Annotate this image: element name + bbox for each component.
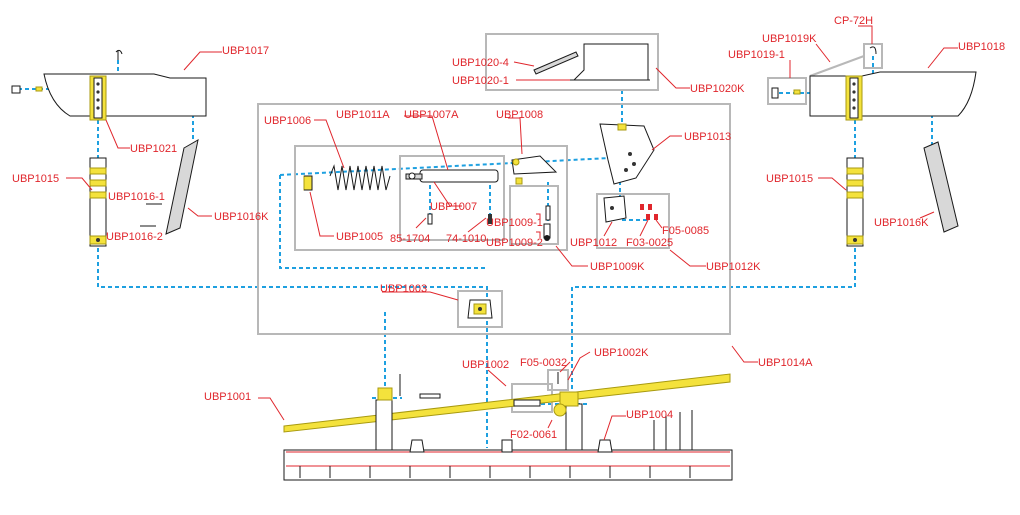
box-ubp1007a	[399, 155, 505, 241]
label-ubp1019k: UBP1019K	[762, 33, 817, 45]
right-mount-frame	[771, 46, 977, 121]
leader-lines	[66, 25, 958, 441]
label-ubp1014a: UBP1014A	[758, 357, 813, 369]
label-f05-0032: F05-0032	[520, 357, 567, 369]
label-f05-0085: F05-0085	[662, 225, 709, 237]
label-ubp1009k: UBP1009K	[590, 261, 645, 273]
box-ubp1014a	[257, 103, 731, 335]
label-ubp1015-left: UBP1015	[12, 173, 59, 185]
box-ubp1019-1	[767, 77, 807, 105]
label-ubp1012k: UBP1012K	[706, 261, 761, 273]
label-ubp1016-1: UBP1016-1	[108, 191, 165, 203]
right-brace-bar	[923, 141, 959, 233]
label-ubp1008: UBP1008	[496, 109, 543, 121]
right-leg-tube	[846, 157, 864, 247]
label-ubp1021: UBP1021	[130, 143, 177, 155]
linkage-arm	[511, 155, 558, 241]
label-ubp1016k-left: UBP1016K	[214, 211, 269, 223]
label-ubp1001: UBP1001	[204, 391, 251, 403]
label-ubp1009-2: UBP1009-2	[486, 237, 543, 249]
box-ubp1009k	[509, 185, 559, 245]
label-ubp1015-right: UBP1015	[766, 173, 813, 185]
label-ubp1020k: UBP1020K	[690, 83, 745, 95]
box-ubp1012k	[596, 193, 670, 249]
label-f02-0061: F02-0061	[510, 429, 557, 441]
label-ubp1004: UBP1004	[626, 409, 673, 421]
pivot-bracket	[599, 123, 655, 185]
label-ubp1007: UBP1007	[430, 201, 477, 213]
label-ubp1002: UBP1002	[462, 359, 509, 371]
label-cp-72h: CP-72H	[834, 15, 873, 27]
hydraulic-cylinder	[405, 169, 499, 225]
hinge-block	[603, 195, 658, 223]
label-ubp1002k: UBP1002K	[594, 347, 649, 359]
label-ubp1017: UBP1017	[222, 45, 269, 57]
left-leg-tube	[89, 157, 162, 247]
box-ubp1011a	[294, 145, 568, 251]
part-labels: UBP1017 UBP1021 UBP1015 UBP1016-1 UBP101…	[12, 15, 1005, 441]
label-85-1704: 85-1704	[390, 233, 430, 245]
label-ubp1009-1: UBP1009-1	[486, 217, 543, 229]
label-ubp1020-1: UBP1020-1	[452, 75, 509, 87]
label-ubp1020-4: UBP1020-4	[452, 57, 509, 69]
box-ubp1020k	[485, 33, 659, 91]
label-ubp1011a: UBP1011A	[336, 109, 390, 121]
label-ubp1016-2: UBP1016-2	[106, 231, 163, 243]
label-ubp1006: UBP1006	[264, 115, 311, 127]
left-brace-bar	[165, 139, 199, 235]
label-ubp1003: UBP1003	[380, 283, 427, 295]
label-74-1010: 74-1010	[446, 233, 486, 245]
top-plate-assembly	[533, 43, 650, 81]
center-clamp	[467, 299, 493, 319]
label-ubp1018: UBP1018	[958, 41, 1005, 53]
label-ubp1019-1: UBP1019-1	[728, 49, 785, 61]
label-ubp1012: UBP1012	[570, 237, 617, 249]
link-ubp1019k	[809, 55, 865, 77]
label-ubp1016k-right: UBP1016K	[874, 217, 929, 229]
box-ubp1003	[457, 290, 503, 328]
spring	[303, 164, 391, 191]
label-ubp1013: UBP1013	[684, 131, 731, 143]
group-boxes	[257, 33, 883, 413]
left-mount-frame	[11, 49, 207, 121]
base-frame	[283, 372, 733, 481]
label-ubp1007a: UBP1007A	[404, 109, 459, 121]
label-f03-0025: F03-0025	[626, 237, 673, 249]
label-ubp1005: UBP1005	[336, 231, 383, 243]
